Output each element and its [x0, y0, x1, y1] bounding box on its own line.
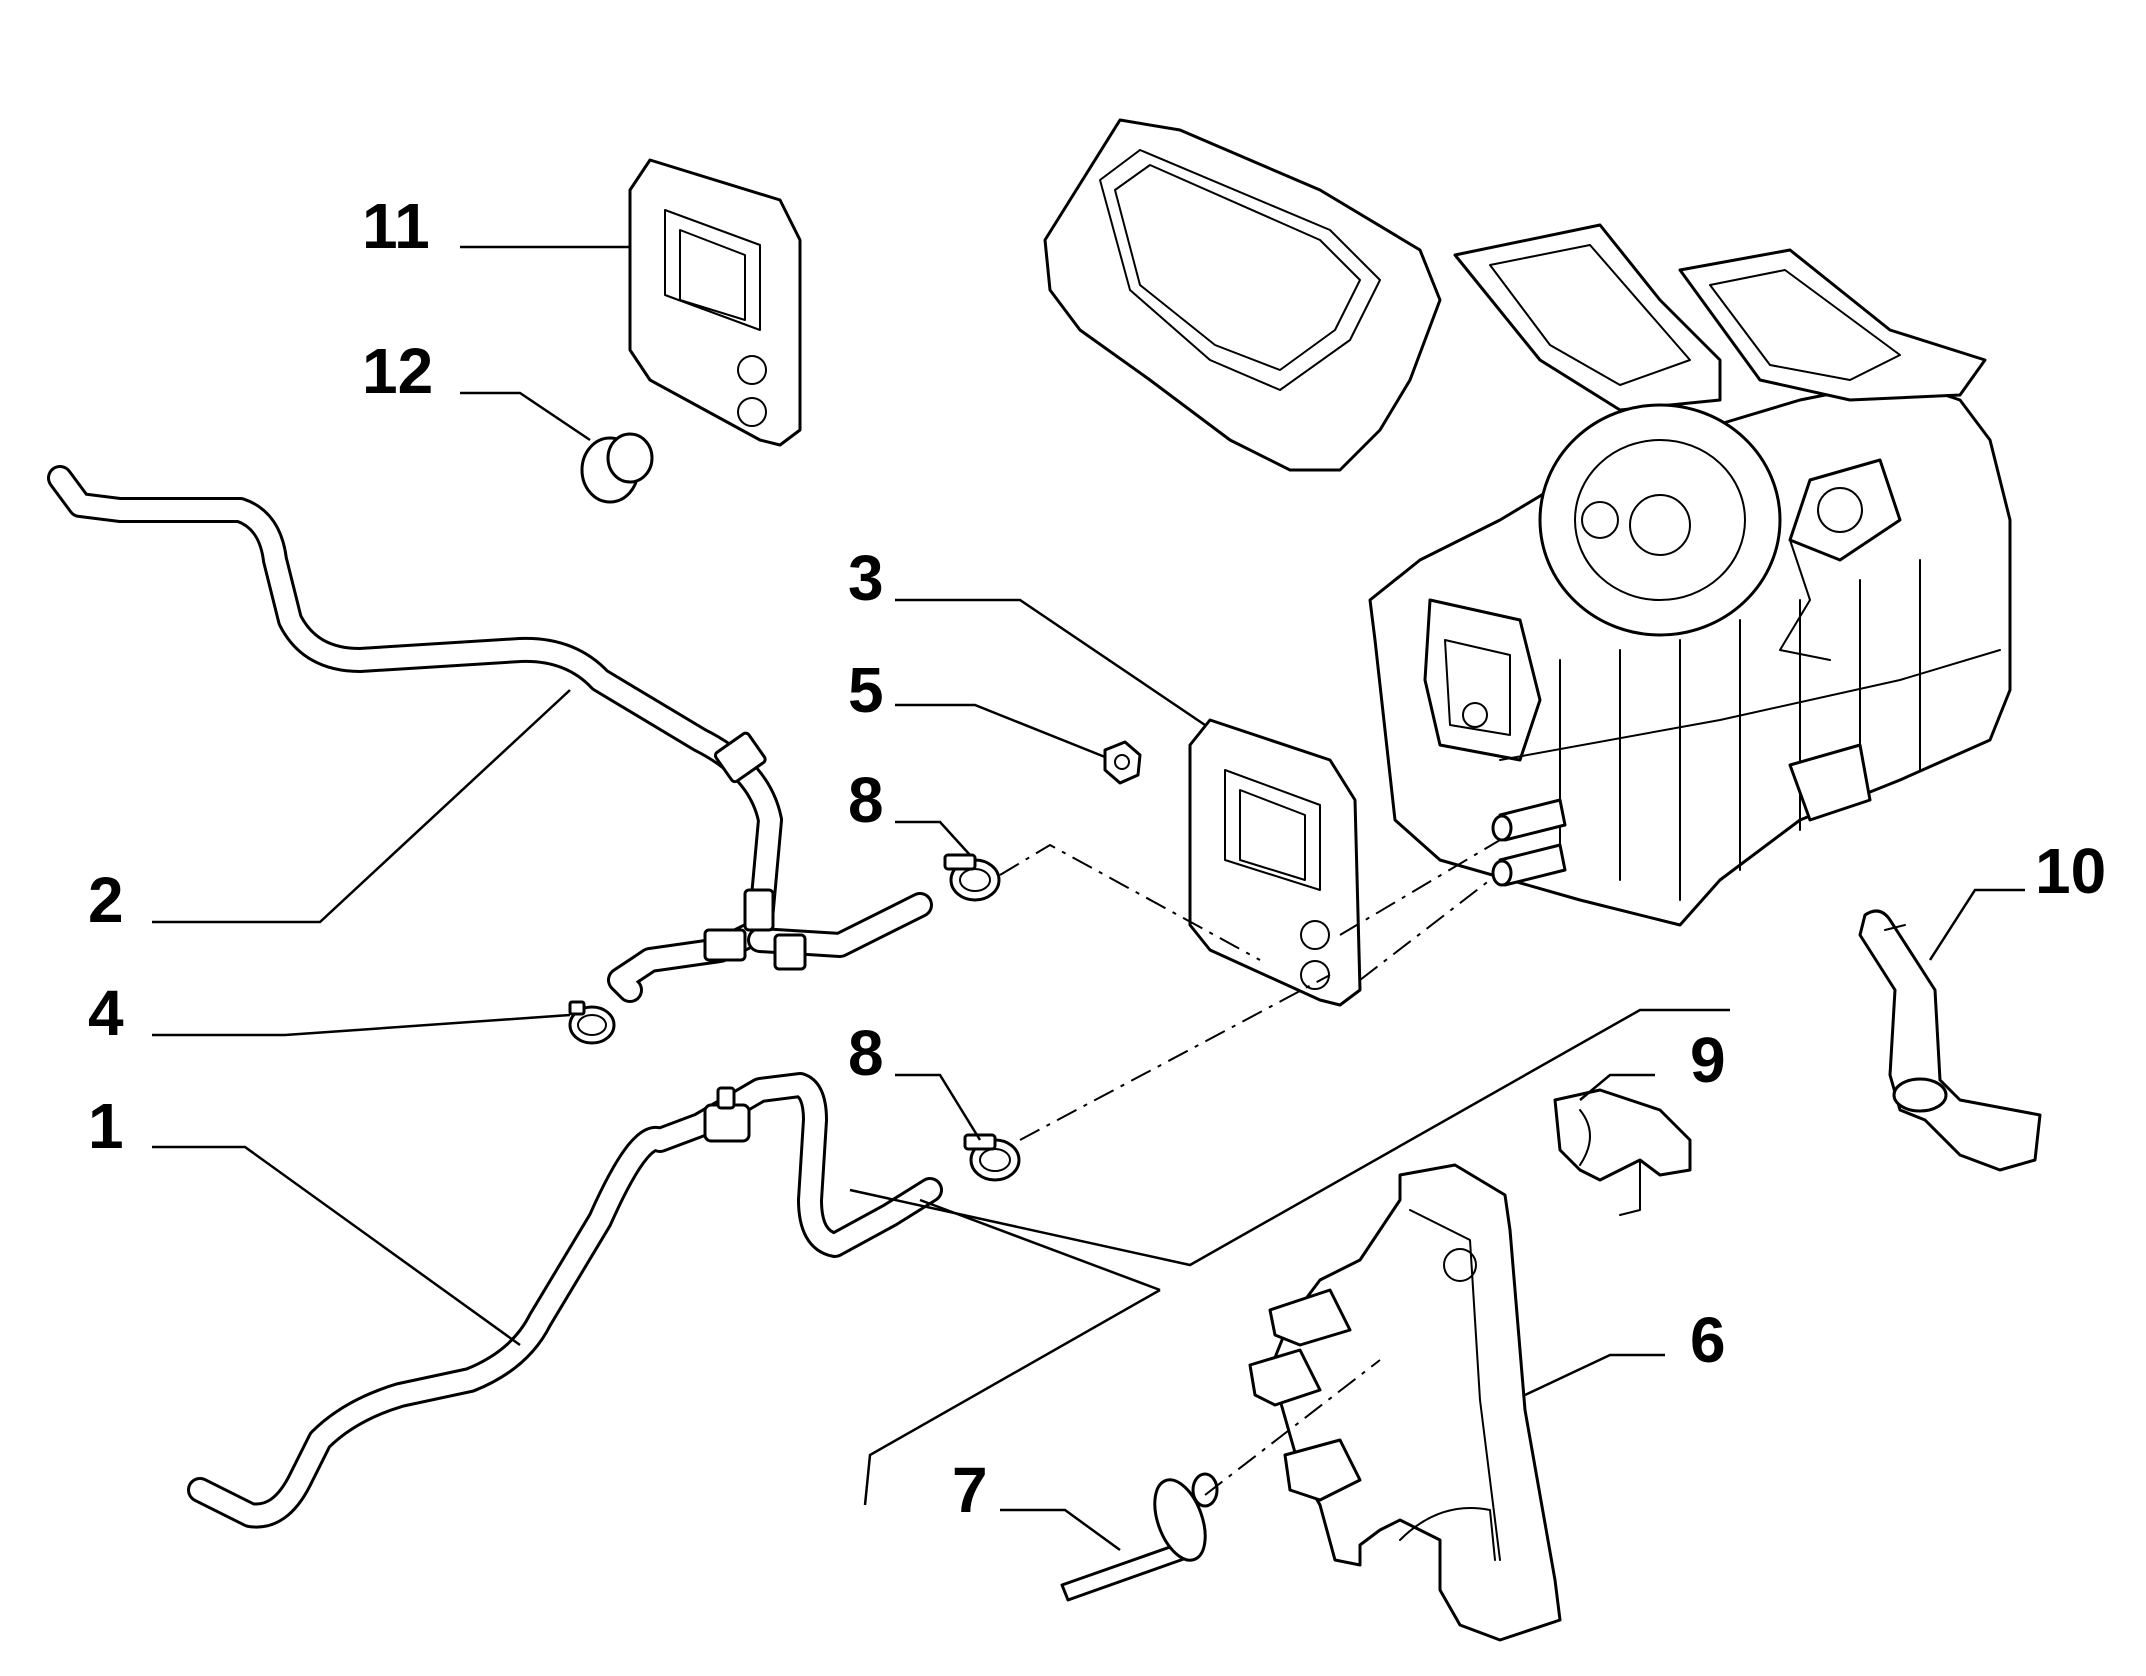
- clamp-part-4: [568, 1000, 616, 1045]
- grommet-part-12: [580, 432, 654, 504]
- callout-2: 2: [88, 864, 124, 936]
- callout-labels: 11 12 3 5 8 2 4 8 1 9 10 6 7: [88, 190, 2106, 1526]
- callout-10: 10: [2035, 835, 2106, 907]
- pin-part-7: [1060, 1472, 1219, 1602]
- pipe-part-10: [1858, 909, 2042, 1172]
- callout-7: 7: [952, 1454, 988, 1526]
- hvac-heater-unit: [1043, 118, 2012, 927]
- callout-11: 11: [362, 190, 430, 262]
- callout-8-upper: 8: [848, 764, 884, 836]
- callout-6: 6: [1690, 1304, 1726, 1376]
- hose-part-1: [187, 1072, 943, 1529]
- callout-1: 1: [88, 1090, 124, 1162]
- nut-part-5: [1103, 740, 1142, 785]
- callout-4: 4: [88, 977, 124, 1049]
- gasket-part-11: [628, 158, 802, 447]
- bracket-part-6: [1248, 1163, 1562, 1642]
- callout-5: 5: [848, 654, 884, 726]
- clamp-part-8-upper: [943, 853, 1001, 902]
- callout-3: 3: [848, 542, 884, 614]
- callout-9: 9: [1690, 1024, 1726, 1096]
- alignment-lines: [999, 839, 1501, 1496]
- callout-12: 12: [362, 335, 433, 407]
- leader-lines: [152, 245, 2025, 1552]
- hose-part-2: [47, 465, 933, 1003]
- clamp-part-8-lower: [963, 1133, 1021, 1182]
- gasket-part-3: [1188, 718, 1362, 1007]
- clip-part-9: [1553, 1088, 1692, 1216]
- callout-8-lower: 8: [848, 1017, 884, 1089]
